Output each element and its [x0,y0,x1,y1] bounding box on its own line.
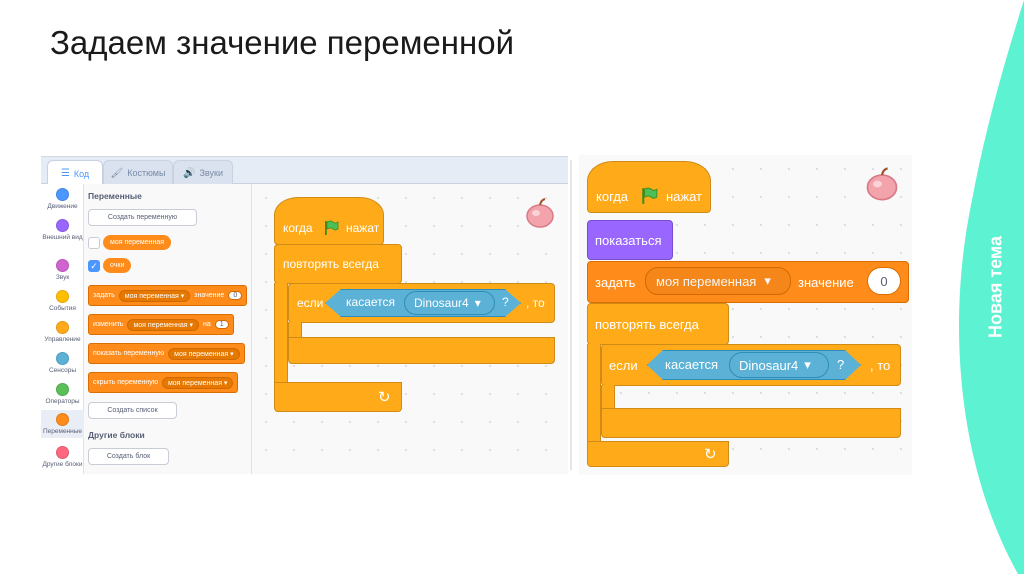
apple-sprite-icon [526,198,554,228]
variables-dot-icon [56,413,69,426]
change-variable-block[interactable]: изменить моя переменная ▾ на 1 [88,314,234,335]
show-variable-block[interactable]: показать переменную моя переменная ▾ [88,343,245,364]
when-flag-clicked-hat-block[interactable]: когда нажат [587,161,711,213]
brush-icon: 🖌 [110,167,124,179]
variable-dropdown[interactable]: моя переменная ▾ [118,289,191,302]
decorative-swoosh [959,0,1024,574]
if-block-bottom [601,408,901,438]
variable-dropdown[interactable]: моя переменная ▾ [645,267,791,295]
tab-bar: ☰ Код 🖌 Костюмы 🔊 Звуки [41,157,568,186]
chevron-down-icon: ▾ [804,357,811,372]
if-block-arm [288,322,302,338]
tab-code[interactable]: ☰ Код [47,160,103,186]
show-block[interactable]: показаться [587,220,673,260]
chevron-down-icon: ▾ [764,273,771,288]
variable-checkbox-1[interactable] [88,237,100,249]
chevron-down-icon: ▾ [474,296,481,310]
variable-dropdown[interactable]: моя переменная ▾ [127,318,199,331]
tab-costumes[interactable]: 🖌 Костюмы [103,160,173,185]
code-icon: ☰ [60,168,70,179]
when-flag-clicked-hat-block[interactable]: когда нажат [274,197,384,245]
variable-dropdown[interactable]: моя переменная ▾ [161,376,234,389]
forever-block[interactable]: повторять всегда [274,244,402,284]
code-canvas[interactable]: когда нажат повторять всегда ↻ если , то… [252,184,568,474]
sound-dot-icon [56,259,69,272]
if-block-arm [601,385,615,409]
category-operators[interactable]: Операторы [41,383,84,406]
forever-block-bottom: ↻ [587,441,729,467]
block-palette: Переменные Создать переменную моя переме… [84,184,252,474]
forever-block-bottom: ↻ [274,382,402,412]
other-blocks-heading: Другие блоки [88,430,145,440]
divider [570,160,572,470]
control-dot-icon [56,321,69,334]
forever-block[interactable]: повторять всегда [587,303,729,345]
if-block-bottom [288,337,555,364]
set-variable-block[interactable]: задать моя переменная ▾ значение 0 [88,285,248,306]
apple-sprite-icon [866,167,898,201]
value-input[interactable]: 1 [214,320,229,329]
loop-arrow-icon: ↻ [704,446,717,463]
create-block-button[interactable]: Создать блок [88,448,169,465]
scratch-editor: ☰ Код 🖌 Костюмы 🔊 Звуки Движение Внешний… [41,156,568,474]
category-column: Движение Внешний вид Звук События Управл… [41,184,84,474]
category-variables[interactable]: Переменные [41,410,84,438]
category-control[interactable]: Управление [41,321,84,344]
tab-sounds[interactable]: 🔊 Звуки [173,160,233,185]
value-input[interactable]: 0 [228,291,243,300]
variable-dropdown[interactable]: моя переменная ▾ [168,347,240,360]
my-blocks-dot-icon [56,446,69,459]
speaker-icon: 🔊 [183,167,196,179]
category-my-blocks[interactable]: Другие блоки [41,446,84,469]
category-events[interactable]: События [41,290,84,313]
variable-reporter-my-variable[interactable]: моя переменная [103,235,172,250]
sensing-dot-icon [56,352,69,365]
variables-heading: Переменные [88,191,142,201]
variable-checkbox-2[interactable]: ✓ [88,260,100,272]
category-motion[interactable]: Движение [41,188,84,211]
side-text: Новая тема [985,235,1006,339]
touching-target-dropdown[interactable]: Dinosaur4 ▾ [729,352,829,378]
looks-dot-icon [56,219,69,232]
forever-block-arm [274,283,288,383]
code-snippet-canvas: когда нажат показаться задать значение м… [579,155,912,475]
create-list-button[interactable]: Создать список [88,402,177,419]
value-input[interactable]: 0 [867,267,901,295]
events-dot-icon [56,290,69,303]
motion-dot-icon [56,188,69,201]
green-flag-icon [642,187,658,204]
create-variable-button[interactable]: Создать переменную [88,209,197,226]
slide-title: Задаем значение переменной [50,24,515,61]
operators-dot-icon [56,383,69,396]
hide-variable-block[interactable]: скрыть переменную моя переменная ▾ [88,372,239,393]
touching-target-dropdown[interactable]: Dinosaur4 ▾ [404,291,495,315]
loop-arrow-icon: ↻ [378,389,391,406]
forever-block-arm [587,344,601,442]
category-looks[interactable]: Внешний вид [41,219,84,242]
green-flag-icon [325,220,339,235]
variable-reporter-score[interactable]: очки [103,258,132,273]
category-sensing[interactable]: Сенсоры [41,352,84,375]
category-sound[interactable]: Звук [41,259,84,282]
